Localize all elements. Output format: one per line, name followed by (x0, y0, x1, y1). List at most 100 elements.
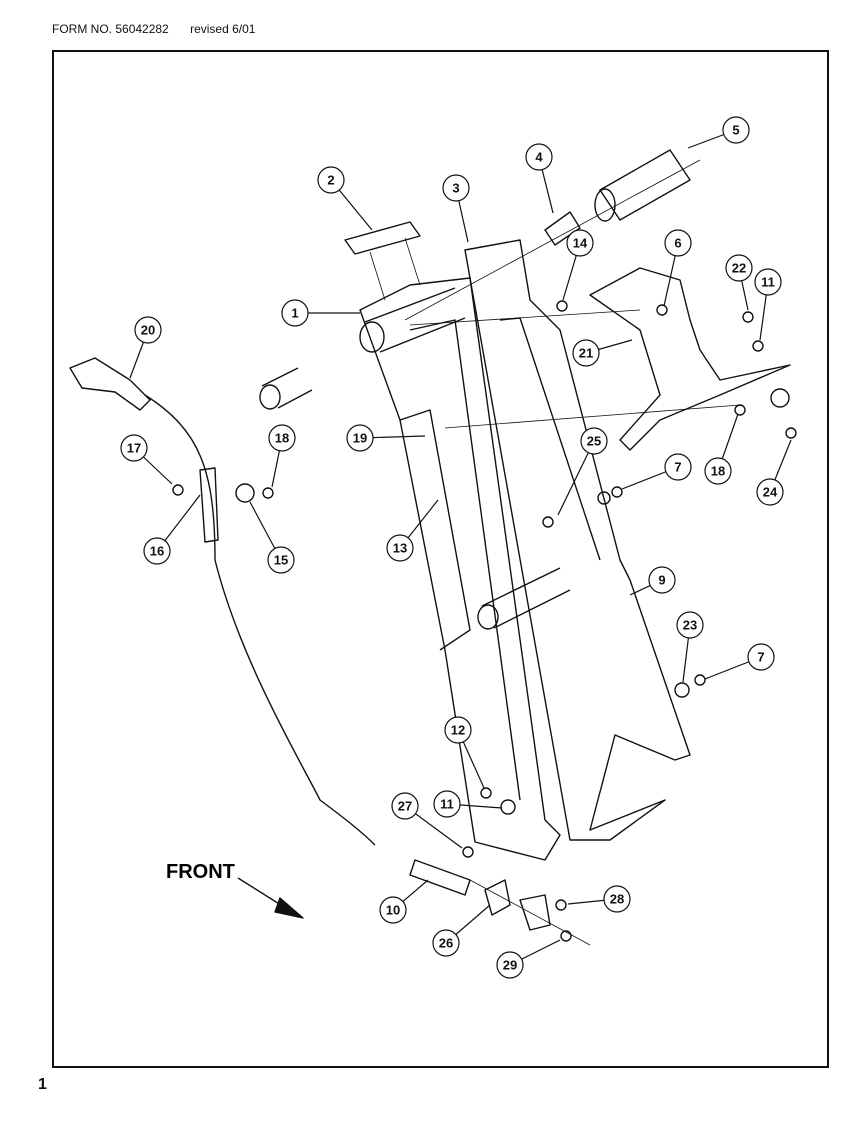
callout-bubble (281, 299, 309, 327)
callout-bubble (704, 457, 732, 485)
callout-number: 13 (393, 541, 407, 556)
callout-bubble (317, 166, 345, 194)
bolt-7-upper (611, 486, 623, 498)
form-label: FORM NO. (52, 22, 112, 36)
grip-centerline (404, 159, 701, 321)
callout-number: 6 (674, 236, 681, 251)
lower-tube (481, 567, 571, 629)
washer-23 (674, 682, 690, 698)
bearing-plate (484, 879, 511, 916)
diagram-frame (52, 50, 829, 1068)
callout-leader (557, 440, 595, 516)
callout-bubble (664, 453, 692, 481)
callout-bubble (525, 143, 553, 171)
callout-bubble (346, 424, 374, 452)
callout-number: 22 (732, 261, 746, 276)
callout-number: 19 (353, 431, 367, 446)
bolt-12 (480, 787, 492, 799)
grip-flange (594, 188, 616, 222)
callout-bubble (386, 534, 414, 562)
washer-7-upper (597, 491, 611, 505)
callout-number: 24 (763, 485, 778, 500)
callout-number: 15 (274, 553, 288, 568)
washer-11-upper (752, 340, 764, 352)
callout-bubble (496, 951, 524, 979)
callout-bubble (442, 174, 470, 202)
knob-24 (785, 427, 797, 439)
form-number: 56042282 (115, 22, 169, 36)
channel-outline (464, 239, 691, 841)
callout-bubble (722, 116, 750, 144)
left-sleeve (261, 367, 313, 409)
bracket-centerline (409, 309, 641, 326)
callout-number: 11 (440, 797, 454, 812)
callout-number: 7 (674, 460, 681, 475)
callout-number: 3 (452, 181, 459, 196)
pin-29 (560, 930, 572, 942)
callout-number: 12 (451, 723, 465, 738)
callout-bubble (143, 537, 171, 565)
callout-bubble (725, 254, 753, 282)
callout-number: 7 (757, 650, 764, 665)
spring (409, 859, 471, 896)
handle-frame-outline (359, 277, 561, 861)
bolt-18-left (262, 487, 274, 499)
page-header: FORM NO. 56042282 revised 6/01 (52, 22, 255, 36)
callout-number: 20 (141, 323, 155, 338)
pivot-tube (364, 287, 466, 353)
callout-number: 10 (386, 903, 400, 918)
callout-number: 23 (683, 618, 697, 633)
callout-bubble (603, 885, 631, 913)
bracket-centerline-lower (444, 404, 741, 429)
cable-clamp (199, 467, 219, 543)
callout-number: 26 (439, 936, 453, 951)
callout-number: 2 (327, 173, 334, 188)
front-arrow-head (274, 897, 304, 919)
callout-number: 21 (579, 346, 593, 361)
revision-date: revised 6/01 (190, 22, 256, 36)
callout-bubble (580, 427, 608, 455)
spring-axis (469, 879, 591, 946)
handle-frame-inner (409, 319, 521, 801)
callout-number: 14 (573, 236, 588, 251)
screw-22 (742, 311, 754, 323)
nut-28 (555, 899, 567, 911)
callout-number: 11 (761, 275, 775, 290)
callout-number: 25 (587, 434, 601, 449)
washer-11-lower (500, 799, 516, 815)
callout-bubble (379, 896, 407, 924)
left-sleeve-end (259, 384, 281, 410)
callout-number: 4 (535, 150, 543, 165)
rosette (770, 388, 790, 408)
handle-side-plate (399, 409, 471, 651)
callout-bubble (566, 229, 594, 257)
callout-bubble (572, 339, 600, 367)
control-cable (144, 394, 376, 846)
bolt-27 (462, 846, 474, 858)
callout-number: 28 (610, 892, 624, 907)
lower-tube-end (477, 604, 499, 630)
callout-number: 5 (732, 123, 739, 138)
callout-bubble (267, 546, 295, 574)
callout-bubble (134, 316, 162, 344)
bolt-7-lower (694, 674, 706, 686)
callout-bubble (756, 478, 784, 506)
callout-bubble (444, 716, 472, 744)
callout-number: 17 (127, 441, 141, 456)
handle-pad (344, 221, 421, 255)
callout-bubble (391, 792, 419, 820)
nut-25 (542, 516, 554, 528)
callout-bubble (433, 790, 461, 818)
callout-bubble (648, 566, 676, 594)
callout-bubble (676, 611, 704, 639)
hand-grip (599, 149, 691, 221)
cam-15 (235, 483, 255, 503)
nut-17 (172, 484, 184, 496)
cam-plate (519, 894, 551, 931)
callout-bubble (664, 229, 692, 257)
pivot-tube-end (359, 321, 385, 353)
callout-number: 18 (711, 464, 725, 479)
cable-connector (69, 357, 151, 411)
pad-leaders (369, 237, 421, 301)
